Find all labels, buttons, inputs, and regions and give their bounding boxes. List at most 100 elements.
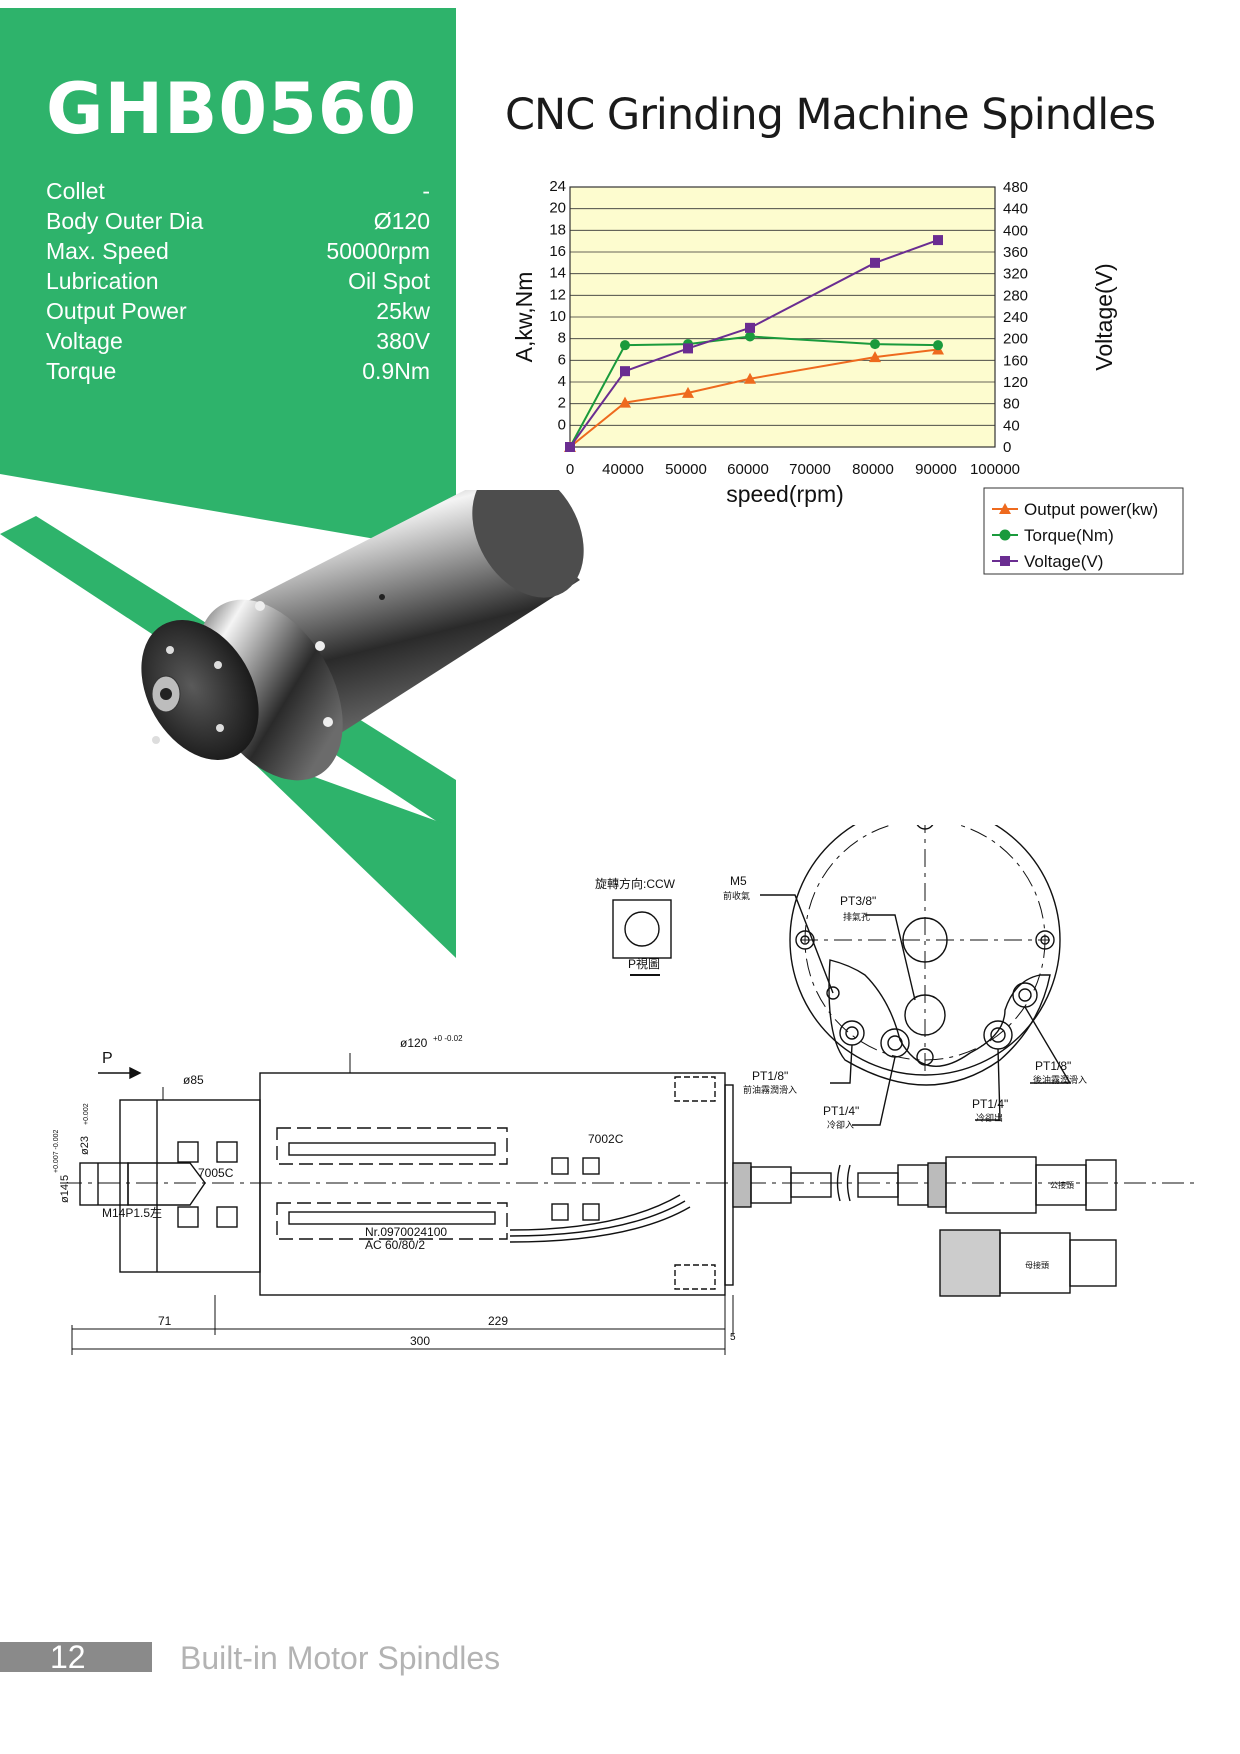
spindle-bolt-hole: [152, 736, 160, 744]
chart-series: [564, 235, 944, 452]
p-view-box: [612, 899, 672, 959]
dia85-label: ø85: [183, 1073, 204, 1087]
bearing-rear-label: 7002C: [588, 1132, 624, 1146]
chart-series-line: [569, 239, 939, 448]
spec-label: Output Power: [46, 298, 187, 324]
dimension-lines: [71, 1053, 734, 1355]
chart-x-tick-label: 90000: [915, 461, 957, 478]
spec-label: Body Outer Dia: [46, 208, 204, 234]
chart-x-tick-label: 70000: [789, 461, 831, 478]
spec-label: Torque: [46, 358, 117, 384]
end-view-port-pt38: [904, 994, 946, 1036]
chart-point: [565, 442, 575, 452]
thread-label: M14P1.5左: [102, 1205, 162, 1220]
chart-y2-tick-label: 400: [1003, 222, 1028, 239]
dimension-300: 300: [410, 1334, 430, 1348]
pt14-right-sub: 冷卻出: [976, 1112, 1003, 1123]
spec-row: Body Outer Dia Ø120: [46, 206, 430, 236]
spec-row: Collet-: [46, 176, 430, 206]
spindle-bolt-hole: [216, 724, 224, 732]
chart-x-tick-label: 0: [566, 461, 574, 478]
connector-male: [945, 1156, 1037, 1214]
end-view-bolt-hole: [916, 825, 934, 830]
dimension-229: 229: [488, 1314, 508, 1328]
pt18-right-label: PT1/8": [1035, 1059, 1071, 1073]
legend-marker-circle: [999, 529, 1011, 541]
chart-point: [870, 257, 880, 268]
chart-x-tick-label: 80000: [852, 461, 894, 478]
chart-y-tick-label: 20: [549, 200, 566, 217]
chart-y-tick-label: 18: [549, 221, 566, 238]
spindle-bolt-hole: [214, 661, 222, 669]
chart-point: [745, 331, 755, 342]
spec-label: Collet: [46, 178, 105, 204]
chart-point: [619, 396, 631, 408]
model-number: GHB0560: [46, 68, 418, 150]
page-number: 12: [50, 1639, 86, 1675]
chart-legend: Output power(kw) Torque(Nm) Voltage(V): [983, 487, 1184, 575]
spec-value: 50000rpm: [326, 238, 430, 264]
end-view-bolt-hole: [1035, 930, 1055, 950]
chart-point: [682, 386, 694, 398]
page-title: CNC Grinding Machine Spindles: [505, 90, 1156, 140]
chart-x-tick-label: 60000: [727, 461, 769, 478]
footer-section-title: Built-in Motor Spindles: [180, 1640, 501, 1676]
chart-y-tick-label: 12: [549, 286, 566, 303]
spindle-bolt-hole: [323, 717, 333, 727]
chart-grid: [570, 208, 995, 426]
chart-y2-tick-label: 0: [1003, 439, 1011, 456]
spindle-bolt-hole: [315, 641, 325, 651]
spec-value: Ø120: [373, 208, 430, 234]
side-view: [60, 1072, 1200, 1297]
chart-y-tick-label: 0: [558, 416, 566, 433]
end-view-bolt-hole: [795, 930, 815, 950]
chart-y2-tick-label: 280: [1003, 287, 1028, 304]
spec-value: 25kw: [376, 298, 430, 324]
spindle-bolt-hole: [255, 601, 265, 611]
pt18-left-label: PT1/8": [752, 1069, 788, 1083]
dia23-label: ø23: [79, 1136, 91, 1155]
dia145-label: ø14.5: [59, 1175, 71, 1203]
connector-female-grip: [939, 1229, 1001, 1297]
chart-y2-tick-label: 480: [1003, 179, 1028, 196]
end-view-port-m5: [826, 986, 840, 1000]
spindle-nose: [141, 620, 259, 760]
spec-value: 0.9Nm: [362, 358, 430, 384]
end-view-port-plate: [828, 959, 1051, 1086]
chart-x-axis-label: speed(rpm): [726, 481, 844, 507]
decor-stripe-lower: [240, 750, 456, 958]
chart-legend-box: [983, 487, 1184, 575]
nameplate-line: AC 60/80/2: [365, 1238, 425, 1252]
end-view-port-pt18-right: [1012, 982, 1038, 1008]
bearing-front-label: 7005C: [198, 1166, 234, 1180]
pt18-right-sub: 後油霧潤滑入: [1033, 1074, 1087, 1085]
chart-y-tick-label: 14: [549, 265, 566, 282]
dimension-5: 5: [730, 1332, 736, 1343]
chart-y2-tick-label: 160: [1003, 352, 1028, 369]
chart-y-tick-label: 10: [549, 308, 566, 325]
spec-row: Output Power 25kw: [46, 296, 430, 326]
spec-panel-green-block: [0, 8, 456, 553]
dia120-label: ø120: [400, 1036, 428, 1050]
chart-y2-tick-label: 440: [1003, 201, 1028, 218]
chart-x-tick-label: 50000: [665, 461, 707, 478]
chart-y2-tick-label: 200: [1003, 331, 1028, 348]
end-view: [760, 825, 1072, 1126]
connector-nut: [927, 1162, 947, 1208]
chart-y-tick-label: 24: [549, 178, 566, 195]
pt18-left-sub: 前油霧潤滑入: [743, 1084, 797, 1095]
spec-value: Oil Spot: [348, 268, 430, 294]
pt14-right-label: PT1/4": [972, 1097, 1008, 1111]
end-view-center-bore: [902, 917, 948, 963]
pt14-left-label: PT1/4": [823, 1104, 859, 1118]
p-view-label: P視圖: [628, 956, 660, 971]
chart-y-tick-label: 4: [558, 373, 566, 390]
nameplate-line: Nr.0970024100: [365, 1225, 447, 1239]
page-number-badge: [0, 1642, 152, 1672]
